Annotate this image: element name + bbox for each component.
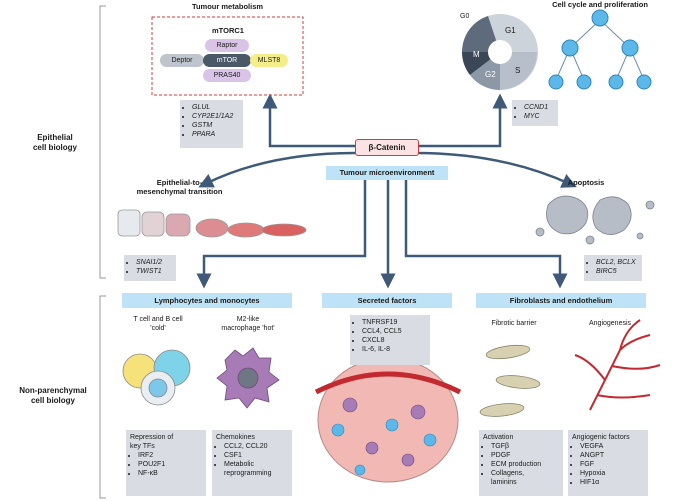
tf-nfkb: NF-κB (138, 469, 202, 478)
tumour-microenvironment-label: Tumour microenvironment (326, 166, 448, 180)
phase-g2: G2 (485, 70, 496, 79)
emt-title: Epithelial-to- mesenchymal transition (136, 178, 223, 196)
metabolic-reprogramming: Metabolic reprogramming (224, 460, 288, 478)
phase-m: M (473, 50, 480, 59)
factor-tnfrsf19: TNFRSF19 (362, 318, 426, 327)
gene-birc5: BIRC5 (596, 267, 638, 276)
gene-snai: SNAI1/2 (136, 258, 172, 267)
angiogenic-angpt: ANGPT (580, 451, 644, 460)
mtorc1-label: mTORC1 (212, 26, 244, 35)
deptor-protein: Deptor (160, 54, 204, 67)
fibro-header: Fibroblasts and endothelium (476, 293, 646, 308)
cellcycle-gene-box: CCND1 MYC (512, 100, 558, 126)
metabolism-gene-box: GLUL CYP2E1/1A2 GSTM PPARA (180, 100, 243, 148)
angiogenic-hif1a: HIF1α (580, 478, 644, 487)
activation-tgfb: TGFβ (491, 442, 559, 451)
mlst8-protein: MLST8 (250, 54, 288, 67)
factor-cxcl8: CXCL8 (362, 336, 426, 345)
cell-cycle-wheel (462, 14, 538, 90)
activation-title: Activation (483, 434, 514, 441)
epithelial-section-label: Epithelial cell biology (32, 133, 77, 152)
cellcycle-title: Cell cycle and proliferation (552, 0, 648, 9)
gene-glul: GLUL (192, 103, 239, 112)
apoptotic-cells (535, 195, 655, 245)
beta-catenin-node: β-Catenin (355, 139, 419, 156)
apoptosis-title: Apoptosis (567, 178, 605, 187)
metabolism-title: Tumour metabolism (191, 2, 264, 11)
arrow-to-emt (198, 151, 361, 188)
lymph-box-chemokines: Chemokines CCL2, CCL20 CSF1 Metabolic re… (212, 430, 292, 496)
activation-ecm: ECM production (491, 460, 559, 469)
angiogenic-hypoxia: Hypoxia (580, 469, 644, 478)
phase-g1: G1 (505, 26, 516, 35)
angiogenic-fgf: FGF (580, 460, 644, 469)
gene-cyp2e1: CYP2E1/1A2 (192, 112, 239, 121)
repression-title: Repression of key TFs (130, 434, 174, 450)
fibro-box-angiogenic: Angiogenic factors VEGFA ANGPT FGF Hypox… (568, 430, 648, 496)
arrow-to-lymph (196, 180, 367, 289)
phase-s: S (515, 66, 521, 75)
activation-pdgf: PDGF (491, 451, 559, 460)
lymph-hot-label: M2-like macrophage 'hot' (221, 316, 275, 332)
secreted-box: TNFRSF19 CCL4, CCL5 CXCL8 IL-6, IL-8 (350, 315, 430, 365)
gene-gstm: GSTM (192, 121, 239, 130)
phase-g0: G0 (460, 13, 470, 20)
apoptosis-gene-box: BCL2, BCLX BIRC5 (584, 255, 642, 281)
lymph-box-repression: Repression of key TFs IRF2 POU2F1 NF-κB (126, 430, 206, 496)
arrow-to-fibro (404, 180, 568, 289)
angiogenic-vegfa: VEGFA (580, 442, 644, 451)
angiogenic-title: Angiogenic factors (572, 434, 630, 441)
macrophage (216, 347, 280, 409)
chemokine-ccl2: CCL2, CCL20 (224, 442, 288, 451)
tumour-lobule (314, 357, 462, 483)
arrow-to-cellcycle (415, 93, 508, 148)
gene-ppara: PPARA (192, 130, 239, 139)
fibroblasts (479, 344, 541, 417)
mtor-protein: mTOR (203, 54, 251, 67)
lymph-header: Lymphocytes and monocytes (122, 293, 292, 308)
fibrotic-barrier-label: Fibrotic barrier (491, 320, 537, 327)
factor-ccl4: CCL4, CCL5 (362, 327, 426, 336)
mtorc1-frame (151, 16, 304, 96)
nonparenchymal-section-label: Non-parenchymal cell biology (19, 386, 87, 405)
pras40-protein: PRAS40 (203, 69, 251, 82)
lymphocytes (122, 349, 191, 406)
proliferating-cells (548, 9, 652, 90)
chemokine-csf1: CSF1 (224, 451, 288, 460)
activation-collagens: Collagens, laminins (491, 469, 559, 487)
nonparenchymal-bracket (99, 295, 106, 499)
gene-twist1: TWIST1 (136, 267, 172, 276)
gene-bcl2: BCL2, BCLX (596, 258, 638, 267)
chemokines-title: Chemokines (216, 434, 255, 441)
blood-vessels (574, 319, 661, 411)
emt-cells (117, 209, 307, 238)
tf-irf2: IRF2 (138, 451, 202, 460)
lymph-cold-label: T cell and B cell 'cold' (133, 316, 183, 332)
arrow-to-apoptosis (409, 151, 577, 188)
emt-gene-box: SNAI1/2 TWIST1 (124, 255, 176, 281)
factor-il6: IL-6, IL-8 (362, 345, 426, 354)
raptor-protein: Raptor (205, 39, 249, 52)
epithelial-bracket (99, 5, 106, 279)
secreted-header: Secreted factors (322, 293, 452, 308)
tf-pou2f1: POU2F1 (138, 460, 202, 469)
fibro-box-activation: Activation TGFβ PDGF ECM production Coll… (479, 430, 563, 496)
gene-ccnd1: CCND1 (524, 103, 554, 112)
arrow-to-metabolism (262, 93, 355, 148)
angiogenesis-label: Angiogenesis (588, 320, 632, 327)
gene-myc: MYC (524, 112, 554, 121)
